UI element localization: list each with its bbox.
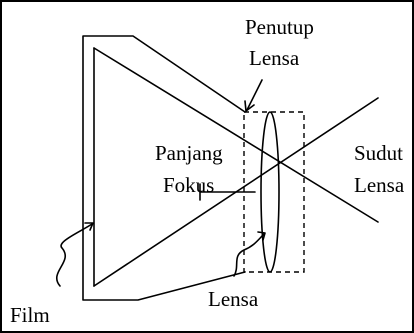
label-film: Film — [10, 303, 50, 327]
film-pointer — [56, 223, 93, 287]
label-panjang-line2: Fokus — [163, 173, 214, 197]
camera-body-outline — [82, 35, 246, 301]
label-penutup-line2: Lensa — [249, 46, 300, 70]
label-penutup-line1: Penutup — [245, 15, 314, 39]
label-lensa: Lensa — [208, 287, 259, 311]
label-panjang-line1: Panjang — [155, 141, 223, 165]
lens-pointer — [233, 233, 265, 277]
label-sudut-line1: Sudut — [354, 141, 403, 165]
lens-pointer-head — [257, 231, 266, 241]
light-ray-upper — [93, 47, 379, 223]
hood-pointer — [246, 79, 263, 111]
film-pointer-head — [84, 222, 94, 231]
hood-pointer-head — [244, 100, 255, 112]
label-sudut-line2: Lensa — [354, 173, 405, 197]
lens-element — [260, 111, 280, 273]
